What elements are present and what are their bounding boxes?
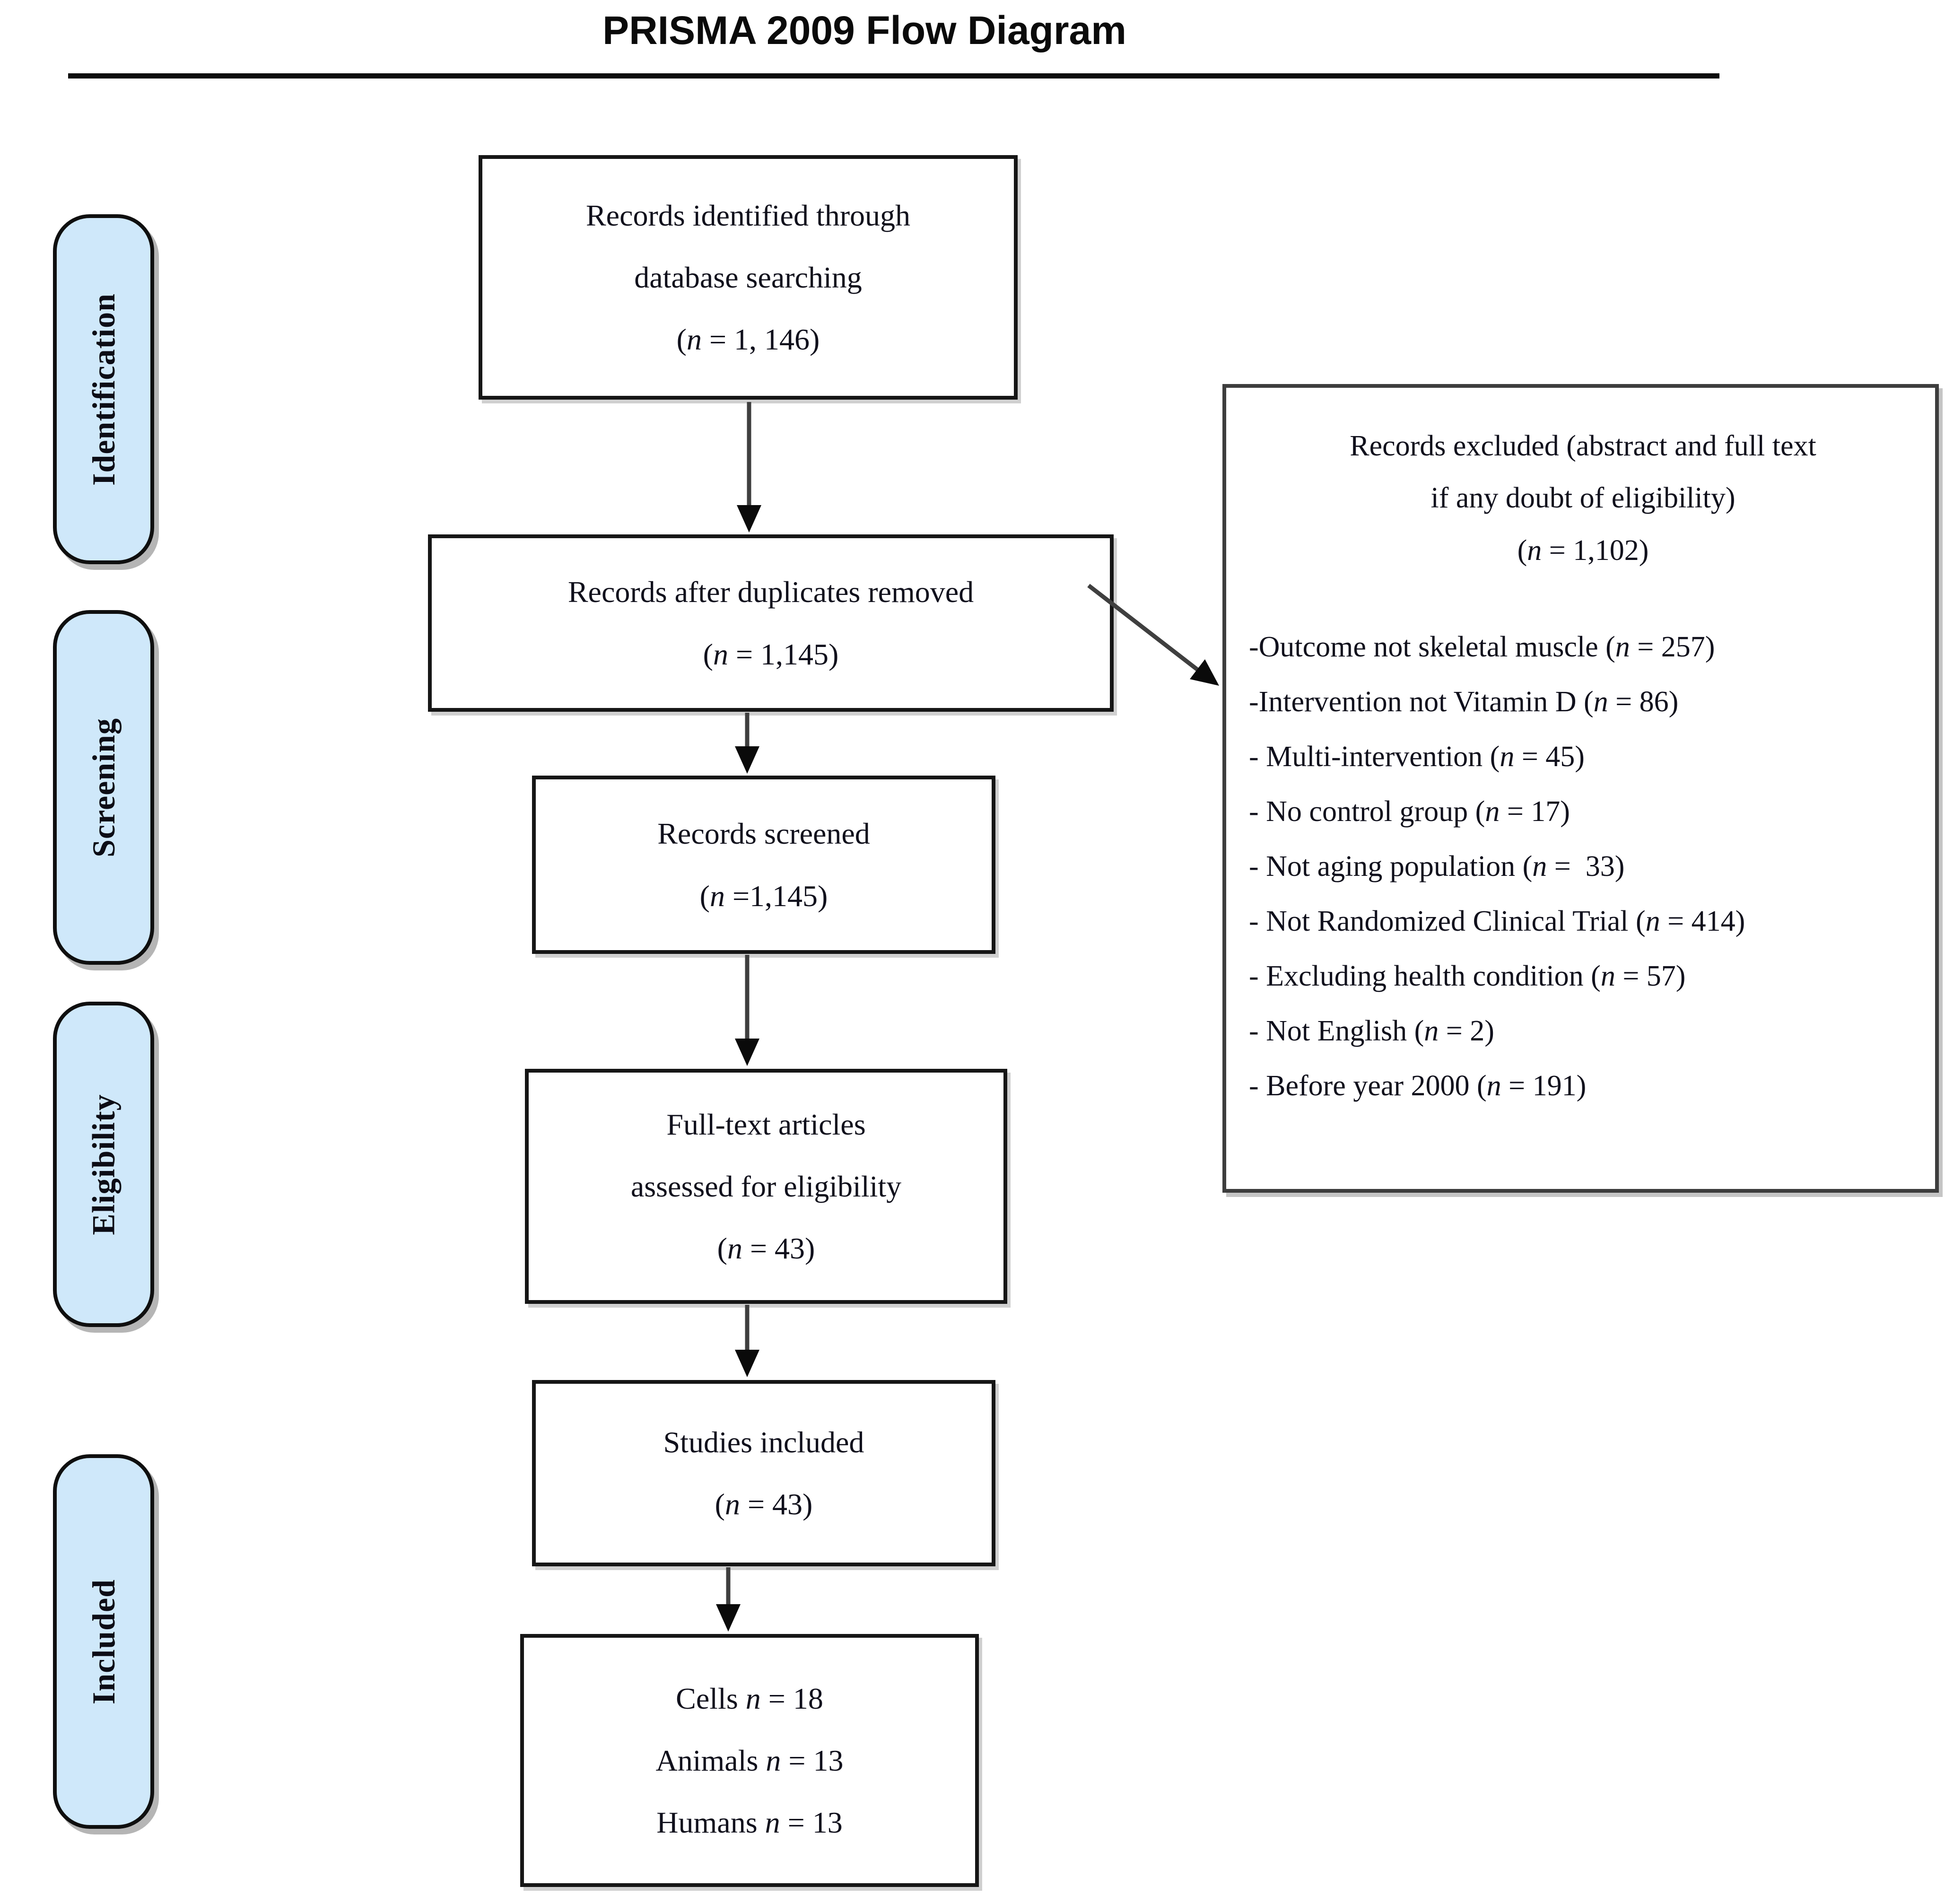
text-line: Full-text articles bbox=[666, 1107, 866, 1141]
stage-eligibility: Eligibility bbox=[53, 1002, 154, 1327]
text-line: - Not English (n = 2) bbox=[1249, 1014, 1494, 1047]
text-line: (n = 43) bbox=[717, 1231, 815, 1266]
text-line: assessed for eligibility bbox=[630, 1169, 902, 1203]
text-line: Humans n = 13 bbox=[656, 1806, 843, 1840]
page-title: PRISMA 2009 Flow Diagram bbox=[602, 8, 1126, 52]
text-line: Records identified through bbox=[585, 198, 911, 232]
text-line: - Before year 2000 (n = 191) bbox=[1249, 1069, 1587, 1102]
text-line: database searching bbox=[634, 260, 862, 294]
text-line: - Excluding health condition (n = 57) bbox=[1249, 960, 1686, 992]
flow-box-records-screened: Records screened (n =1,145) bbox=[532, 776, 995, 954]
text-line: Records excluded (abstract and full text bbox=[1350, 430, 1816, 462]
arrow-dedup-to-excluded bbox=[1087, 584, 1219, 686]
text-line: - Not aging population (n = 33) bbox=[1249, 850, 1625, 882]
text-line: (n =1,145) bbox=[699, 879, 828, 913]
flow-box-records-identified: Records identified through database searc… bbox=[479, 155, 1018, 400]
text-line: - Not Randomized Clinical Trial (n = 414… bbox=[1249, 905, 1745, 937]
text-line: (n = 1, 146) bbox=[676, 323, 820, 357]
text-line: -Outcome not skeletal muscle (n = 257) bbox=[1249, 631, 1715, 664]
text-line: (n = 1,145) bbox=[703, 637, 839, 671]
flow-box-included-breakdown: Cells n = 18 Animals n = 13 Humans n = 13 bbox=[520, 1634, 979, 1887]
flow-box-studies-included: Studies included (n = 43) bbox=[532, 1380, 995, 1566]
text-line: Records after duplicates removed bbox=[567, 575, 974, 609]
title-underline bbox=[68, 73, 1719, 79]
text-line: - No control group (n = 17) bbox=[1249, 795, 1570, 828]
stage-screening: Screening bbox=[53, 610, 154, 965]
stage-included: Included bbox=[53, 1454, 154, 1829]
arrow-identified-to-dedup bbox=[737, 402, 761, 533]
text-line: if any doubt of eligibility) bbox=[1430, 482, 1736, 515]
flow-box-records-excluded: Records excluded (abstract and full text… bbox=[1222, 384, 1939, 1193]
text-line: Animals n = 13 bbox=[655, 1743, 844, 1777]
text-line: (n = 43) bbox=[715, 1487, 813, 1521]
text-line: Records screened bbox=[657, 817, 870, 851]
arrow-screened-to-fulltext bbox=[735, 955, 759, 1066]
arrow-fulltext-to-studies bbox=[735, 1305, 759, 1377]
text-line: (n = 1,102) bbox=[1517, 534, 1649, 567]
flow-box-duplicates-removed: Records after duplicates removed (n = 1,1… bbox=[428, 534, 1114, 712]
excluded-reasons-list: -Outcome not skeletal muscle (n = 257) -I… bbox=[1249, 620, 1917, 1113]
excluded-header: Records excluded (abstract and full text… bbox=[1249, 420, 1917, 576]
arrow-studies-to-breakdown bbox=[716, 1567, 741, 1632]
text-line: -Intervention not Vitamin D (n = 86) bbox=[1249, 686, 1679, 718]
flow-box-fulltext-assessed: Full-text articles assessed for eligibili… bbox=[525, 1069, 1007, 1304]
stage-identification: Identification bbox=[53, 214, 154, 564]
text-line: Cells n = 18 bbox=[676, 1681, 823, 1715]
text-line: - Multi-intervention (n = 45) bbox=[1249, 740, 1585, 773]
arrow-dedup-to-screened bbox=[735, 713, 759, 774]
text-line: Studies included bbox=[663, 1425, 864, 1459]
